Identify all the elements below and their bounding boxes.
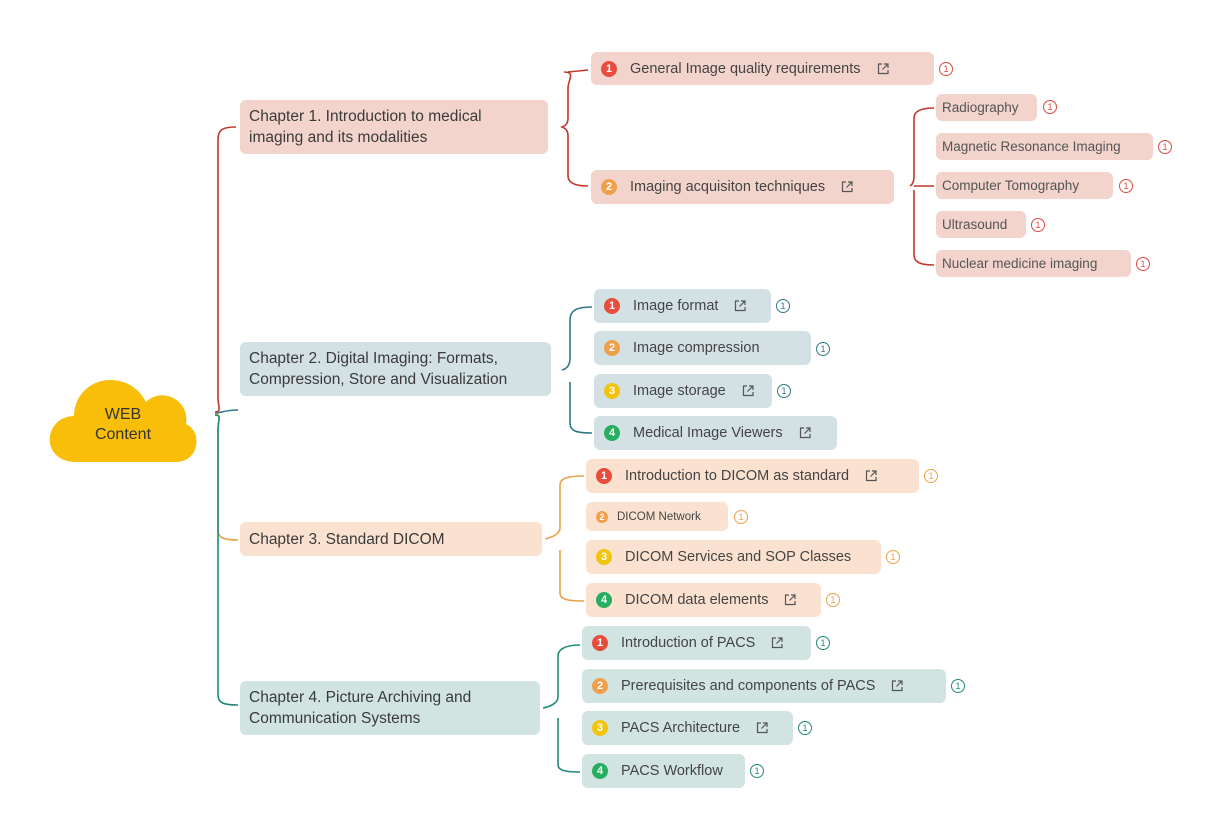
info-counter-icon[interactable]: 1 [776,299,790,313]
topic-label: DICOM Network [617,510,701,523]
topic-label: Introduction of PACS [621,635,756,651]
ch2-topic-3[interactable]: 3 Image storage [594,374,772,408]
topic-label: Prerequisites and components of PACS [621,678,876,694]
root-label: WEB Content [48,405,198,445]
number-badge: 2 [596,510,608,523]
info-counter-icon[interactable]: 1 [816,636,830,650]
number-badge: 1 [596,468,612,484]
ch3-topic-2[interactable]: 2 DICOM Network [586,502,728,531]
ch4-topic-1[interactable]: 1 Introduction of PACS [582,626,811,660]
number-badge: 3 [604,383,620,399]
number-badge: 1 [592,635,608,651]
external-link-icon[interactable] [877,62,889,75]
number-badge: 2 [604,340,620,356]
chapter-2-node[interactable]: Chapter 2. Digital Imaging: Formats, Com… [240,342,551,396]
chapter-4-label: Chapter 4. Picture Archiving and Communi… [249,689,472,727]
info-counter-icon[interactable]: 1 [1119,179,1133,193]
root-cloud[interactable] [48,370,198,465]
chapter-1-node[interactable]: Chapter 1. Introduction to medical imagi… [240,100,548,154]
subtopic-label: Radiography [942,100,1019,115]
external-link-icon[interactable] [734,300,747,312]
ch1-topic-1[interactable]: 1 General Image quality requirements [591,52,934,85]
ch1-sub-nuclear[interactable]: Nuclear medicine imaging [936,250,1131,277]
info-counter-icon[interactable]: 1 [886,550,900,564]
info-counter-icon[interactable]: 1 [734,510,748,524]
subtopic-label: Ultrasound [942,217,1008,232]
external-link-icon[interactable] [841,181,853,193]
ch2-topic-2[interactable]: 2 Image compression [594,331,811,365]
ch4-topic-4[interactable]: 4 PACS Workflow [582,754,745,788]
topic-label: Medical Image Viewers [633,425,783,441]
info-counter-icon[interactable]: 1 [1158,140,1172,154]
number-badge: 1 [601,60,617,77]
ch1-sub-ultrasound[interactable]: Ultrasound [936,211,1026,238]
number-badge: 4 [604,425,620,441]
topic-label: Image compression [633,340,760,356]
topic-label: Image format [633,298,719,314]
external-link-icon[interactable] [784,594,797,606]
ch2-topic-1[interactable]: 1 Image format [594,289,771,323]
chapter-4-node[interactable]: Chapter 4. Picture Archiving and Communi… [240,681,540,735]
ch1-topic-2[interactable]: 2 Imaging acquisiton techniques [591,170,894,204]
number-badge: 2 [592,678,608,694]
info-counter-icon[interactable]: 1 [1136,257,1150,271]
ch4-topic-3[interactable]: 3 PACS Architecture [582,711,793,745]
chapter-3-label: Chapter 3. Standard DICOM [249,531,445,548]
ch3-topic-3[interactable]: 3 DICOM Services and SOP Classes [586,540,881,574]
ch3-topic-1[interactable]: 1 Introduction to DICOM as standard [586,459,919,493]
ch1-sub-mri[interactable]: Magnetic Resonance Imaging [936,133,1153,160]
topic-label: Introduction to DICOM as standard [625,468,850,484]
external-link-icon[interactable] [865,470,877,482]
info-counter-icon[interactable]: 1 [816,342,830,356]
info-counter-icon[interactable]: 1 [951,679,965,693]
info-counter-icon[interactable]: 1 [924,469,938,483]
info-counter-icon[interactable]: 1 [1043,100,1057,114]
ch2-topic-4[interactable]: 4 Medical Image Viewers [594,416,837,450]
info-counter-icon[interactable]: 1 [939,62,953,76]
number-badge: 2 [601,179,617,195]
number-badge: 3 [592,720,608,736]
external-link-icon[interactable] [799,427,811,439]
info-counter-icon[interactable]: 1 [777,384,791,398]
topic-label: PACS Architecture [621,720,741,736]
topic-label: General Image quality requirements [630,60,861,77]
chapter-1-label: Chapter 1. Introduction to medical imagi… [249,108,482,146]
chapter-2-label: Chapter 2. Digital Imaging: Formats, Com… [249,350,508,388]
external-link-icon[interactable] [771,637,783,649]
topic-label: Image storage [633,383,726,399]
subtopic-label: Computer Tomography [942,178,1080,193]
ch4-topic-2[interactable]: 2 Prerequisites and components of PACS [582,669,946,703]
number-badge: 3 [596,549,612,565]
root-label-line2: Content [94,426,152,443]
info-counter-icon[interactable]: 1 [826,593,840,607]
external-link-icon[interactable] [756,722,768,734]
subtopic-label: Nuclear medicine imaging [942,256,1098,271]
topic-label: PACS Workflow [621,763,723,779]
number-badge: 4 [592,763,608,779]
chapter-3-node[interactable]: Chapter 3. Standard DICOM [240,522,542,556]
number-badge: 1 [604,298,620,314]
info-counter-icon[interactable]: 1 [750,764,764,778]
number-badge: 4 [596,592,612,608]
ch1-sub-ct[interactable]: Computer Tomography [936,172,1113,199]
ch3-topic-4[interactable]: 4 DICOM data elements [586,583,821,617]
external-link-icon[interactable] [742,385,754,397]
topic-label: DICOM Services and SOP Classes [625,549,852,565]
info-counter-icon[interactable]: 1 [798,721,812,735]
topic-label: DICOM data elements [625,592,769,608]
subtopic-label: Magnetic Resonance Imaging [942,139,1121,154]
external-link-icon[interactable] [891,680,904,692]
info-counter-icon[interactable]: 1 [1031,218,1045,232]
topic-label: Imaging acquisiton techniques [630,179,826,195]
root-label-line1: WEB [104,406,142,423]
ch1-sub-radiography[interactable]: Radiography [936,94,1037,121]
